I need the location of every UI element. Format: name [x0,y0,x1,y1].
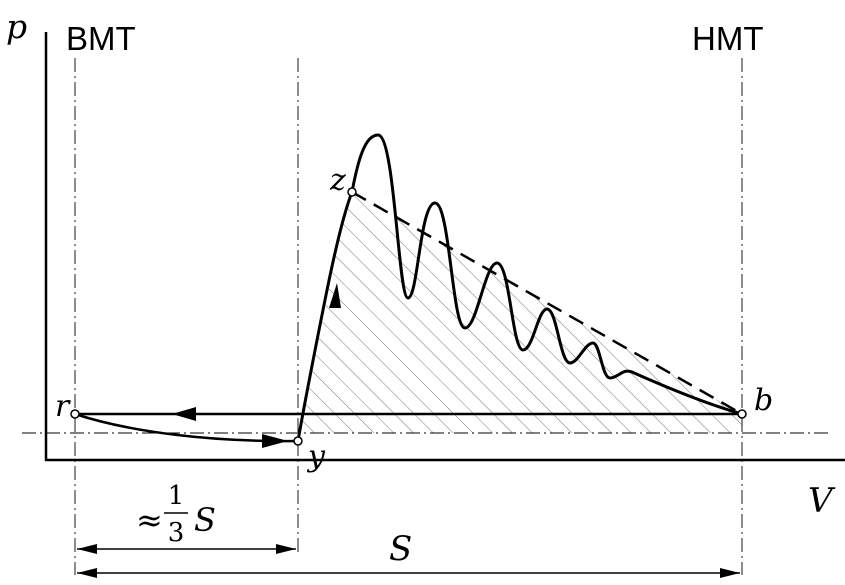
p-axis-label: p [6,7,27,46]
point-y-marker [293,436,303,446]
stroke-label: S [389,529,412,569]
v-axis-label: V [808,481,836,521]
fraction-numerator: 1 [168,481,185,511]
intake-direction-arrow [262,434,288,448]
point-z-label: z [329,163,346,198]
point-b-marker [737,409,747,419]
point-r-label: r [55,389,71,424]
bmt-label: BMT [66,20,136,57]
approx-sign: ≈ [136,501,163,539]
point-y-label: y [306,439,326,474]
one-third-stroke-label: ≈ 1 3 S [136,481,216,548]
point-r-marker [70,409,80,419]
fraction-denominator: 3 [168,518,185,548]
pressure-curve [296,133,743,442]
hmt-label: HMT [692,20,763,57]
exhaust-direction-arrow [172,407,196,421]
compression-direction-arrow [329,283,341,308]
point-z-marker [347,187,357,197]
point-b-label: b [754,383,773,418]
work-area-hatching [298,192,742,440]
fraction-stroke-symbol: S [194,501,216,539]
